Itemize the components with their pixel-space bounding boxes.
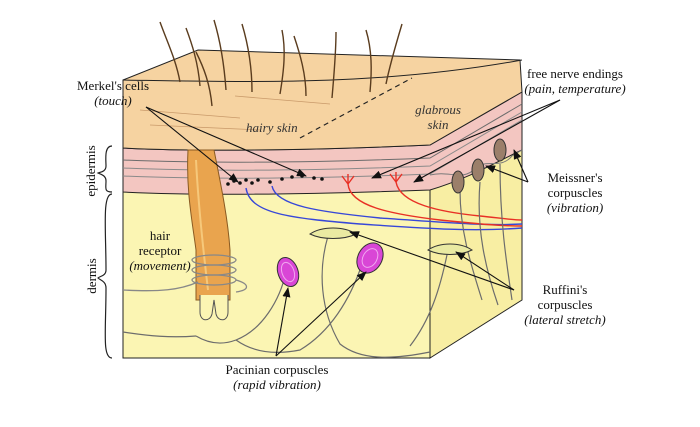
ruffini-line-2: corpuscles [537, 297, 593, 312]
merkel-cells-function: (touch) [94, 93, 132, 108]
meissner-corpuscles [451, 138, 507, 194]
hair-receptor-line-2: receptor [138, 243, 182, 258]
merkel-cells-label: Merkel's cells (touch) [58, 78, 168, 108]
free-nerve-endings-label: free nerve endings (pain, temperature) [510, 66, 640, 96]
glabrous-skin-label: glabrous skin [408, 102, 468, 132]
merkel-cells-title: Merkel's cells [76, 78, 149, 93]
red-nerve-fibers [341, 172, 523, 227]
ruffini-function: (lateral stretch) [524, 312, 606, 327]
free-nerve-endings-function: (pain, temperature) [524, 81, 626, 96]
meissner-function: (vibration) [546, 200, 604, 215]
free-nerve-endings-title: free nerve endings [526, 66, 623, 81]
dermis-label: dermis [84, 258, 99, 294]
leader-arrows [145, 99, 561, 357]
hairy-skin-label: hairy skin [246, 120, 298, 135]
skin-surface [122, 49, 523, 151]
meissner-line-1: Meissner's [547, 170, 603, 185]
hairs [159, 19, 403, 107]
glabrous-skin-line-1: glabrous [415, 102, 461, 117]
meissner-corpuscles-label: Meissner's corpuscles (vibration) [530, 170, 620, 215]
layer-braces [96, 145, 113, 359]
hair-receptor-label: hair receptor (movement) [120, 228, 200, 273]
epidermis-label: epidermis [83, 145, 98, 197]
pacinian-title: Pacinian corpuscles [225, 362, 329, 377]
hair-follicle [187, 149, 231, 321]
hair-receptor-nerve [122, 254, 248, 293]
hair-receptor-function: (movement) [129, 258, 191, 273]
glabrous-skin-line-2: skin [427, 117, 449, 132]
pacinian-corpuscles [276, 242, 384, 288]
gray-nerve-fibers [122, 163, 513, 358]
ruffini-corpuscles-label: Ruffini's corpuscles (lateral stretch) [510, 282, 620, 327]
pacinian-function: (rapid vibration) [233, 377, 321, 392]
ruffini-line-1: Ruffini's [542, 282, 588, 297]
pacinian-corpuscles-label: Pacinian corpuscles (rapid vibration) [212, 362, 342, 392]
hair-receptor-line-1: hair [149, 228, 171, 243]
meissner-line-2: corpuscles [547, 185, 603, 200]
